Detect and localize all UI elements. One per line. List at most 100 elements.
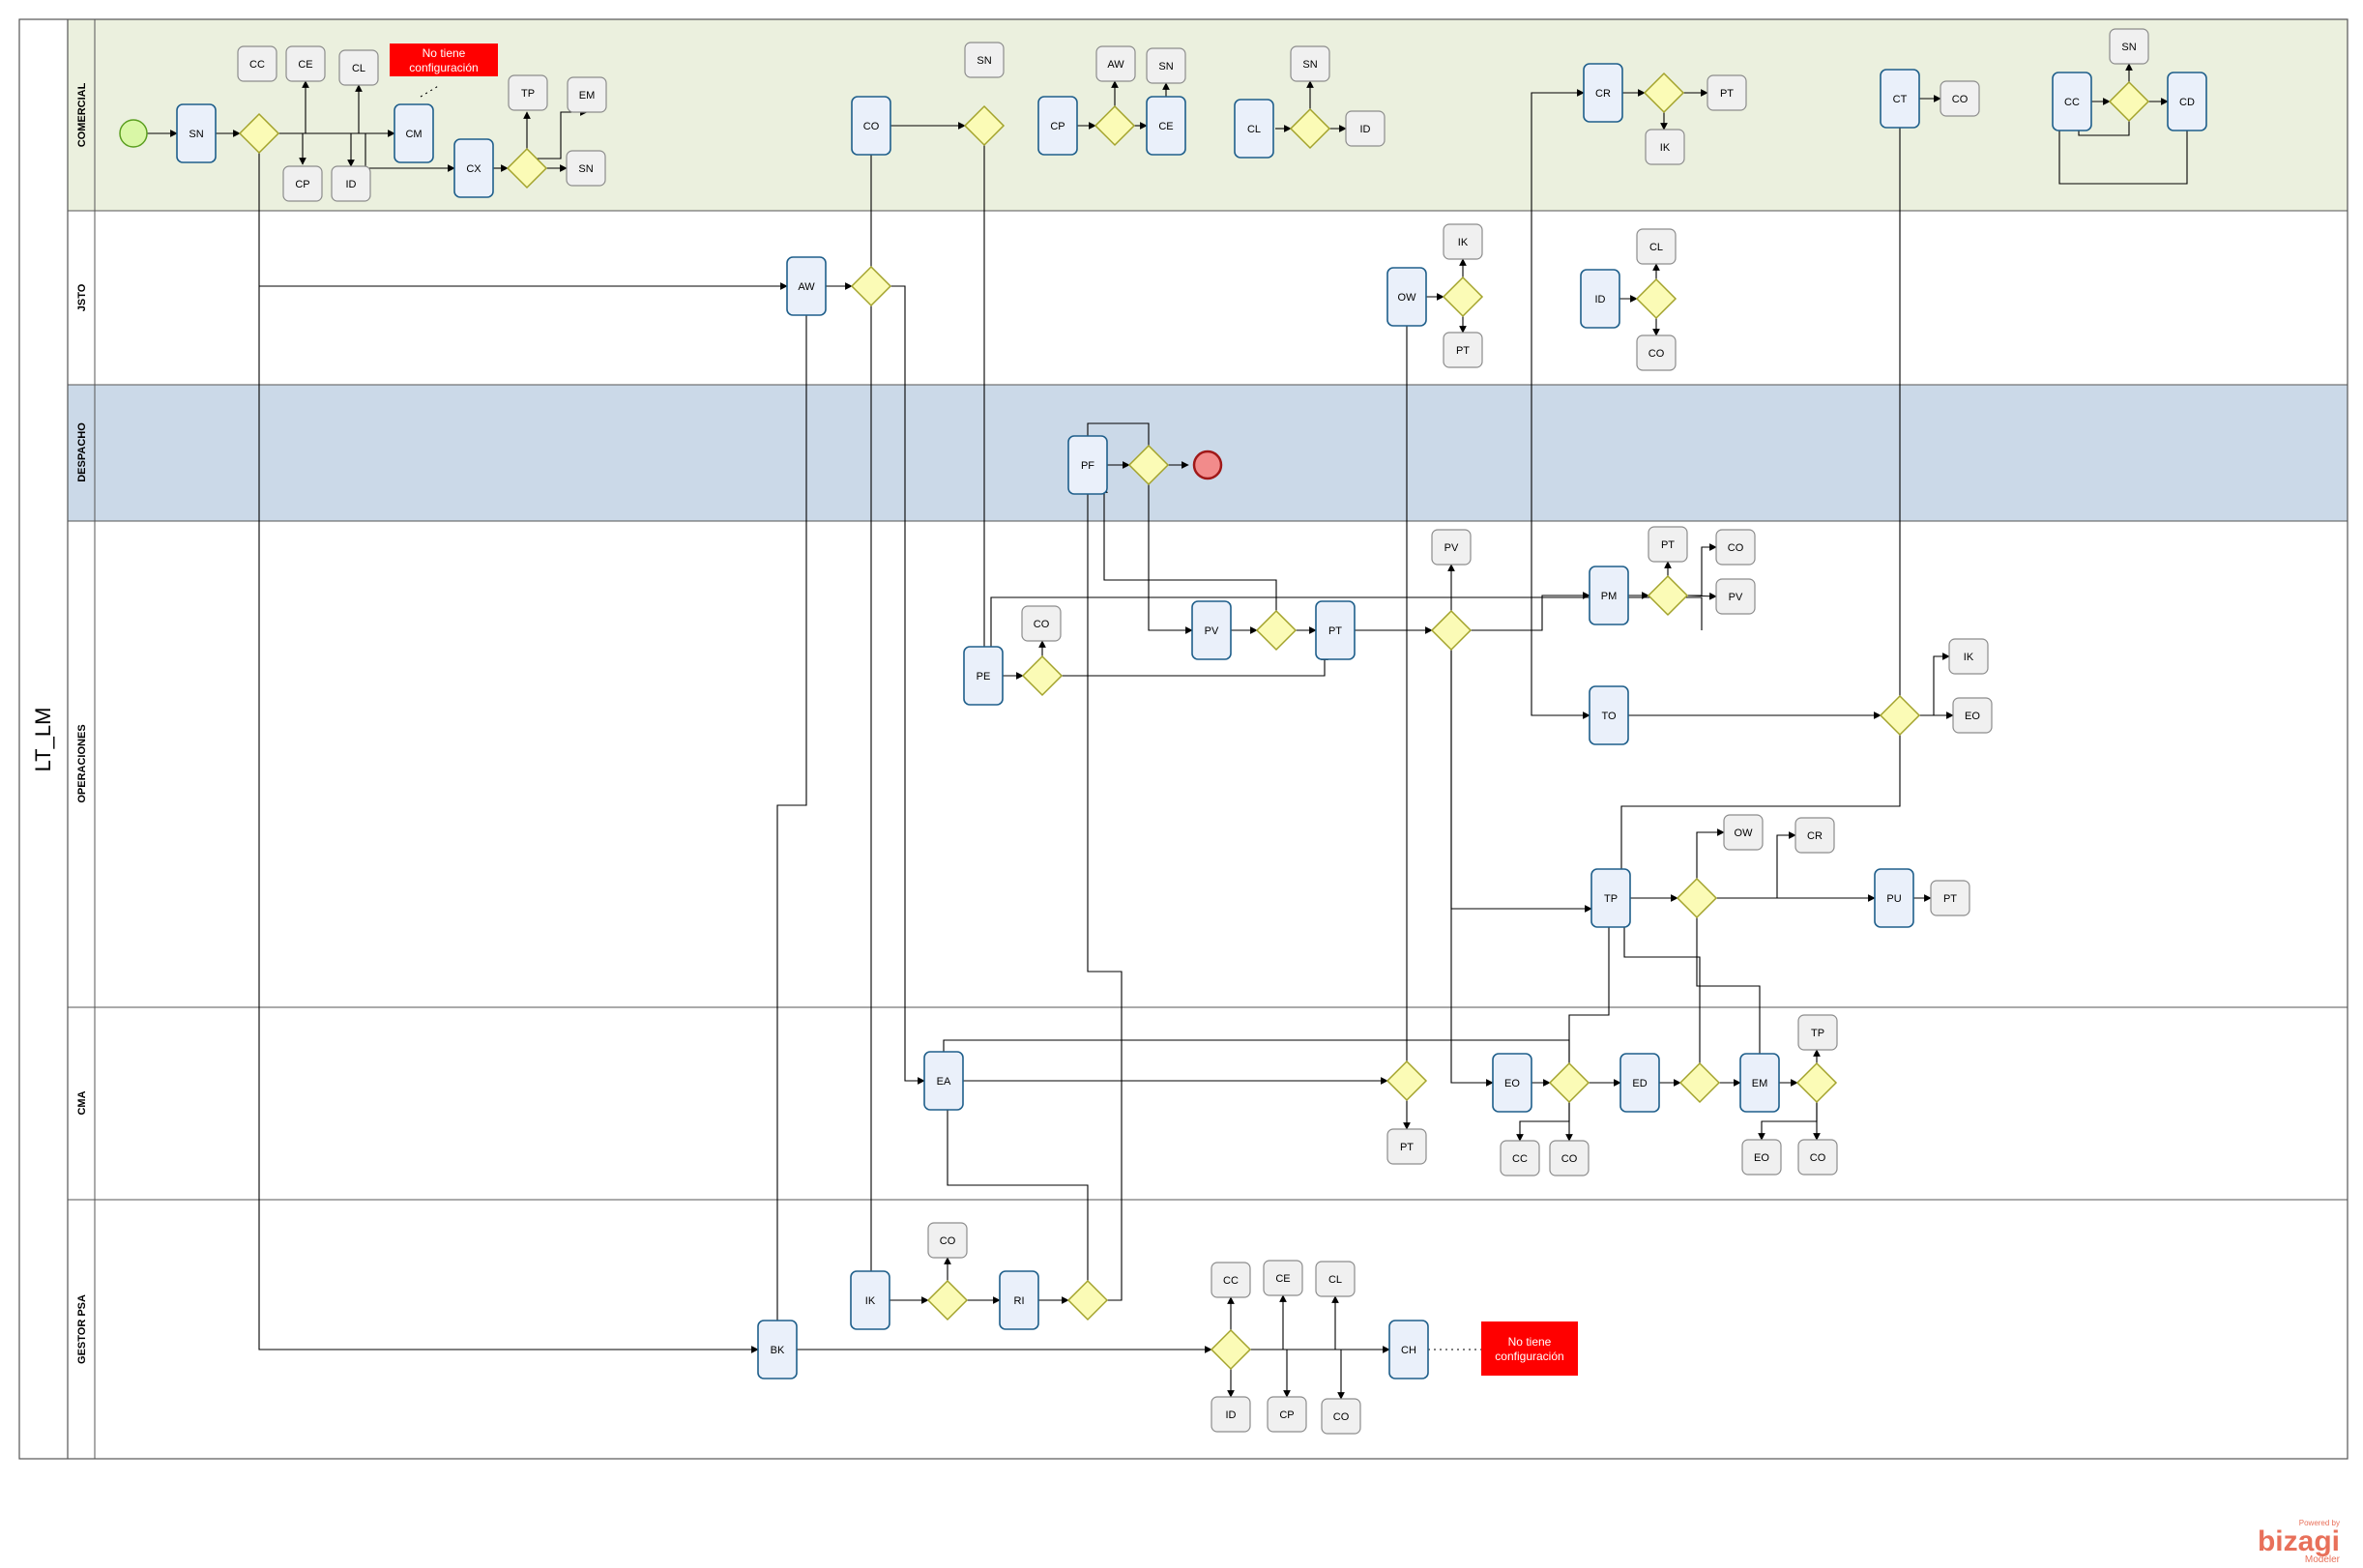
data-object-shape[interactable]: [285, 45, 326, 82]
gateway-g19[interactable]: [1548, 1061, 1590, 1104]
gateway-g20[interactable]: [1678, 1061, 1721, 1104]
gateway-g11[interactable]: [1127, 444, 1170, 486]
gateway-shape[interactable]: [1676, 877, 1718, 919]
gateway-g23[interactable]: [1066, 1279, 1109, 1321]
data-ik3[interactable]: IK: [1948, 638, 1989, 675]
data-co5[interactable]: CO: [1021, 605, 1062, 642]
data-object-shape[interactable]: [1146, 47, 1186, 84]
task-to1[interactable]: TO: [1589, 685, 1629, 745]
data-tp1[interactable]: TP: [508, 74, 548, 111]
task-co2[interactable]: CO: [851, 96, 891, 156]
data-ce1[interactable]: CE: [285, 45, 326, 82]
gateway-shape[interactable]: [926, 1279, 969, 1321]
gateway-shape[interactable]: [1255, 609, 1298, 652]
task-shape[interactable]: [176, 103, 217, 163]
task-ct1[interactable]: CT: [1880, 69, 1920, 129]
task-shape[interactable]: [963, 646, 1004, 706]
gateway-g21[interactable]: [1795, 1061, 1838, 1104]
data-object-shape[interactable]: [2109, 28, 2149, 65]
gateway-g2[interactable]: [506, 147, 548, 189]
task-em2[interactable]: EM: [1739, 1053, 1780, 1113]
data-object-shape[interactable]: [1021, 605, 1062, 642]
gateway-shape[interactable]: [963, 104, 1006, 147]
end-end[interactable]: [1192, 450, 1223, 480]
task-shape[interactable]: [1739, 1053, 1780, 1113]
data-object-shape[interactable]: [1648, 526, 1688, 563]
task-shape[interactable]: [1037, 96, 1078, 156]
gateway-shape[interactable]: [1210, 1328, 1252, 1371]
data-object-shape[interactable]: [1443, 223, 1483, 260]
gateway-shape[interactable]: [1678, 1061, 1721, 1104]
data-pt6[interactable]: PT: [1386, 1128, 1427, 1165]
gateway-shape[interactable]: [1127, 444, 1170, 486]
gateway-g12[interactable]: [1021, 654, 1064, 697]
task-ch1[interactable]: CH: [1388, 1320, 1429, 1379]
task-ed1[interactable]: ED: [1619, 1053, 1660, 1113]
data-cr2[interactable]: CR: [1794, 817, 1835, 854]
task-shape[interactable]: [1874, 868, 1914, 928]
task-shape[interactable]: [1315, 600, 1356, 660]
gateway-g14[interactable]: [1430, 609, 1473, 652]
task-pm1[interactable]: PM: [1589, 566, 1629, 625]
data-ce3[interactable]: CE: [1263, 1260, 1303, 1296]
task-shape[interactable]: [1386, 267, 1427, 327]
data-object-shape[interactable]: [1549, 1140, 1590, 1176]
task-pu1[interactable]: PU: [1874, 868, 1914, 928]
gateway-shape[interactable]: [1066, 1279, 1109, 1321]
gateway-shape[interactable]: [506, 147, 548, 189]
task-ce2[interactable]: CE: [1146, 96, 1186, 156]
data-id1[interactable]: ID: [331, 165, 371, 202]
task-shape[interactable]: [453, 138, 494, 198]
gateway-shape[interactable]: [1643, 72, 1685, 114]
gateway-g13[interactable]: [1255, 609, 1298, 652]
data-object-shape[interactable]: [1930, 880, 1970, 916]
data-id4[interactable]: ID: [1211, 1396, 1251, 1433]
data-object-shape[interactable]: [1095, 45, 1136, 82]
data-object-shape[interactable]: [1443, 332, 1483, 368]
task-shape[interactable]: [923, 1051, 964, 1111]
data-object-shape[interactable]: [1345, 110, 1386, 147]
data-sn4[interactable]: SN: [1146, 47, 1186, 84]
task-shape[interactable]: [999, 1270, 1039, 1330]
task-shape[interactable]: [1619, 1053, 1660, 1113]
data-object-shape[interactable]: [331, 165, 371, 202]
data-co7[interactable]: CO: [1549, 1140, 1590, 1176]
task-shape[interactable]: [1388, 1320, 1429, 1379]
task-cm1[interactable]: CM: [394, 103, 434, 163]
data-object-shape[interactable]: [1794, 817, 1835, 854]
task-pv1[interactable]: PV: [1191, 600, 1232, 660]
data-co4[interactable]: CO: [1636, 334, 1677, 371]
data-co9[interactable]: CO: [927, 1222, 968, 1259]
data-object-shape[interactable]: [566, 150, 606, 187]
data-object-shape[interactable]: [1741, 1139, 1782, 1176]
data-object-shape[interactable]: [1211, 1262, 1251, 1298]
data-cl3[interactable]: CL: [1636, 228, 1677, 265]
data-tp3[interactable]: TP: [1797, 1014, 1838, 1051]
task-shape[interactable]: [1589, 685, 1629, 745]
data-cc4[interactable]: CC: [1211, 1262, 1251, 1298]
data-pt5[interactable]: PT: [1930, 880, 1970, 916]
data-aw1[interactable]: AW: [1095, 45, 1136, 82]
gateway-g1[interactable]: [238, 112, 280, 155]
gateway-g9[interactable]: [1442, 276, 1484, 318]
gateway-g18[interactable]: [1386, 1060, 1428, 1102]
gateway-g3[interactable]: [963, 104, 1006, 147]
data-object-shape[interactable]: [1315, 1261, 1356, 1297]
data-object-shape[interactable]: [338, 49, 379, 86]
gateway-g7[interactable]: [2108, 80, 2150, 123]
task-shape[interactable]: [1067, 435, 1108, 495]
gateway-g5[interactable]: [1289, 107, 1331, 150]
task-shape[interactable]: [1234, 99, 1274, 159]
gateway-shape[interactable]: [850, 265, 892, 307]
data-sn5[interactable]: SN: [1290, 45, 1330, 82]
data-object-shape[interactable]: [1707, 74, 1747, 111]
task-shape[interactable]: [394, 103, 434, 163]
data-eo3[interactable]: EO: [1741, 1139, 1782, 1176]
task-shape[interactable]: [1492, 1053, 1532, 1113]
data-object-shape[interactable]: [1797, 1014, 1838, 1051]
task-pe1[interactable]: PE: [963, 646, 1004, 706]
task-shape[interactable]: [1589, 566, 1629, 625]
end-event-shape[interactable]: [1192, 450, 1223, 480]
